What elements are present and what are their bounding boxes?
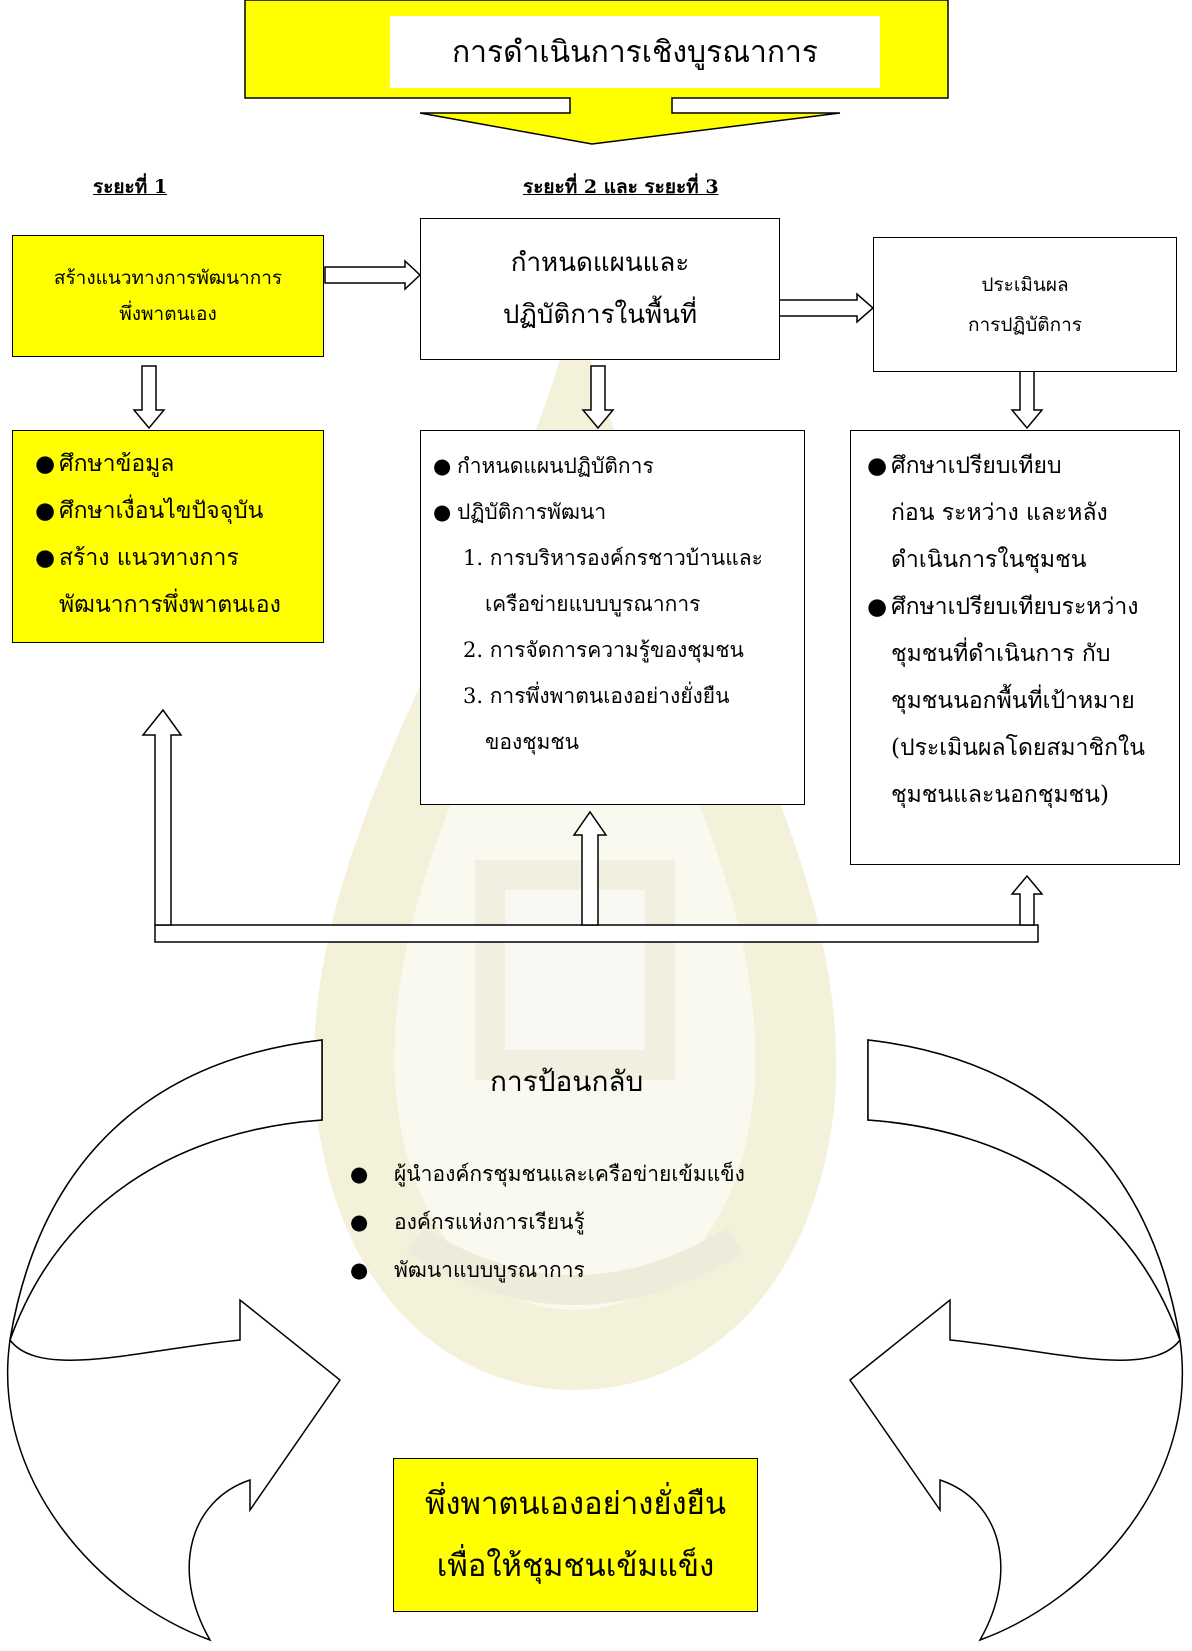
evaluate-box: ประเมินผล การปฏิบัติการ [873,237,1177,372]
phase2-sub-2: 2. การจัดการความรู้ของชุมชน [463,638,744,662]
phase3-bullet-2-line5: ชุมชนและนอกชุมชน) [891,782,1109,808]
arrow-right-1 [324,259,422,291]
phase1-detail-box: ●ศึกษาข้อมูล ●ศึกษาเงื่อนไขปัจจุบัน ●สร้… [12,430,324,643]
phase2-sub-3b: ของชุมชน [485,730,579,754]
phase3-bullet-1-line2: ก่อน ระหว่าง และหลัง [891,500,1108,526]
goal-line1: พึ่งพาตนเองอย่างยั่งยืน [424,1486,727,1522]
phase2-detail-box: ●กำหนดแผนปฏิบัติการ ●ปฏิบัติการพัฒนา 1. … [420,430,805,805]
plan-practice-box: กำหนดแผนและ ปฏิบัติการในพื้นที่ [420,218,780,360]
phase1-item-2: ●ศึกษาเงื่อนไขปัจจุบัน [35,498,264,524]
goal-line2: เพื่อให้ชุมชนเข้มแข็ง [436,1548,715,1584]
phase2-sub-1b: เครือข่ายแบบบูรณาการ [485,592,701,616]
phase3-bullet-1-line3: ดำเนินการในชุมชน [891,547,1087,573]
phase3-bullet-2-line3: ชุมชนนอกพื้นที่เป้าหมาย [891,688,1135,714]
create-guideline-box: สร้างแนวทางการพัฒนาการ พึ่งพาตนเอง [12,235,324,357]
goal-box: พึ่งพาตนเองอย่างยั่งยืน เพื่อให้ชุมชนเข้… [393,1458,758,1612]
phase2-bullet-2: ●ปฏิบัติการพัฒนา [433,500,607,524]
feedback-item-1: ●ผู้นำองค์กรชุมชนและเครือข่ายเข้มแข็ง [350,1162,745,1186]
feedback-item-3: ●พัฒนาแบบบูรณาการ [350,1258,585,1282]
arrow-up-3 [1010,874,1044,926]
feedback-list: ●ผู้นำองค์กรชุมชนและเครือข่ายเข้มแข็ง ●อ… [350,1150,745,1294]
evaluate-line2: การปฏิบัติการ [968,313,1082,336]
phase1-item-3: ●สร้าง แนวทางการ [35,545,239,571]
evaluate-line1: ประเมินผล [981,273,1069,296]
phase2-sub-3a: 3. การพึ่งพาตนเองอย่างยั่งยืน [463,684,730,708]
feedback-item-2: ●องค์กรแห่งการเรียนรู้ [350,1210,585,1234]
phase3-bullet-2-line4: (ประเมินผลโดยสมาชิกใน [891,735,1145,761]
phase2-bullet-1: ●กำหนดแผนปฏิบัติการ [433,454,654,478]
left-curved-arrow [6,1039,342,1642]
phase3-bullet-2: ●ศึกษาเปรียบเทียบระหว่าง [867,594,1139,620]
phase1-item-1: ●ศึกษาข้อมูล [35,451,175,477]
right-curved-arrow [848,1039,1184,1642]
arrow-up-1 [141,708,183,926]
arrow-down-3 [1010,370,1044,430]
feedback-title: การป้อนกลับ [490,1065,644,1098]
plan-practice-line1: กำหนดแผนและ [510,248,690,278]
title-label: การดำเนินการเชิงบูรณาการ [390,16,880,88]
arrow-down-2 [581,365,615,430]
phase3-bullet-1: ●ศึกษาเปรียบเทียบ [867,453,1062,479]
university-seal-watermark [313,300,837,1390]
phase3-bullet-2-line2: ชุมชนที่ดำเนินการ กับ [891,641,1111,667]
arrow-down-1 [132,365,166,430]
create-guideline-line1: สร้างแนวทางการพัฒนาการ [53,267,283,289]
arrow-up-2 [572,810,608,926]
arrow-right-2 [776,292,875,324]
feedback-loop-bar [154,924,1039,943]
phase1-item-3-cont: พัฒนาการพึ่งพาตนเอง [59,592,281,618]
phase3-detail-box: ●ศึกษาเปรียบเทียบ ก่อน ระหว่าง และหลัง ด… [850,430,1180,865]
phase1-label: ระยะที่ 1 [93,176,168,198]
phase23-label: ระยะที่ 2 และ ระยะที่ 3 [523,176,719,198]
phase2-sub-1a: 1. การบริหารองค์กรชาวบ้านและ [463,546,763,570]
title-text: การดำเนินการเชิงบูรณาการ [451,34,819,70]
create-guideline-line2: พึ่งพาตนเอง [119,303,217,325]
plan-practice-line2: ปฏิบัติการในพื้นที่ [502,300,698,330]
